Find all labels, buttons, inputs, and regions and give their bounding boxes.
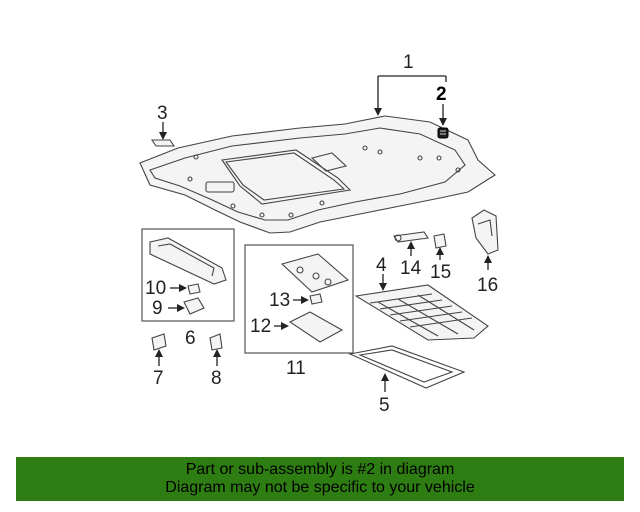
callout-13: 13 (269, 290, 290, 311)
arrow-10 (179, 284, 187, 292)
callout-6: 6 (185, 328, 196, 349)
visor-clip-part-9[interactable] (183, 297, 205, 315)
clip-part-7[interactable] (151, 333, 167, 351)
sunshade-part-4[interactable] (354, 284, 489, 341)
arrow-3 (159, 132, 167, 140)
arrow-15 (436, 247, 444, 255)
callout-3: 3 (157, 103, 168, 124)
handle-part-14[interactable] (393, 231, 429, 243)
arrow-13 (301, 296, 309, 304)
callout-14: 14 (400, 258, 422, 279)
callout-16: 16 (477, 275, 498, 296)
pad-part-3[interactable] (150, 139, 176, 147)
bulb-part-13[interactable] (309, 293, 323, 305)
lens-part-12[interactable] (288, 311, 344, 343)
arrow-5 (381, 373, 389, 381)
arrow-9 (177, 304, 185, 312)
sun-visor-part[interactable] (149, 237, 227, 285)
callout-5: 5 (379, 395, 390, 416)
callout-12: 12 (250, 316, 271, 337)
clip-part-2[interactable] (437, 127, 449, 139)
headliner-part[interactable] (139, 115, 496, 234)
visor-holder-part-10[interactable] (187, 283, 201, 295)
callout-4: 4 (376, 255, 387, 276)
callout-8: 8 (211, 368, 222, 389)
callout-7: 7 (153, 368, 164, 389)
callout-15: 15 (430, 262, 451, 283)
arrow-1 (374, 108, 382, 116)
arrow-12 (281, 322, 289, 330)
banner-line-2: Diagram may not be specific to your vehi… (165, 479, 475, 496)
callout-2: 2 (436, 84, 447, 105)
group-box-6 (141, 228, 235, 322)
group-box-11 (244, 244, 354, 354)
callout-10: 10 (145, 278, 166, 299)
callout-1: 1 (403, 52, 414, 73)
clip-part-8[interactable] (209, 333, 223, 351)
arrow-2 (439, 118, 447, 126)
hook-part-16[interactable] (471, 209, 499, 255)
frame-part-5[interactable] (348, 345, 466, 389)
banner-line-1: Part or sub-assembly is #2 in diagram (185, 461, 455, 478)
arrow-8 (213, 349, 221, 357)
callout-11: 11 (286, 358, 306, 379)
leader-1 (377, 75, 447, 110)
info-banner: Part or sub-assembly is #2 in diagram Di… (16, 457, 624, 501)
dome-lamp-part[interactable] (280, 253, 350, 293)
arrow-4 (379, 283, 387, 291)
cap-part-15[interactable] (433, 233, 447, 249)
callout-9: 9 (152, 298, 163, 319)
arrow-16 (484, 255, 492, 263)
arrow-14 (407, 241, 415, 249)
arrow-7 (155, 349, 163, 357)
